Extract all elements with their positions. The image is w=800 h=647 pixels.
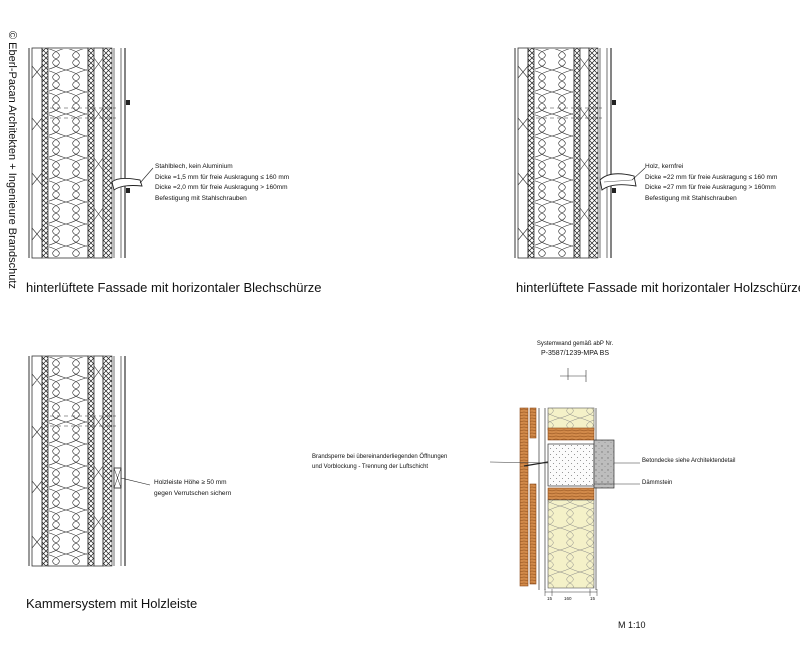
header-line: P-3587/1239-MPA BS [541, 350, 609, 357]
dimension-label: 15 [547, 596, 553, 601]
dimension-label: 15 [590, 596, 596, 601]
note-line: Holz, kernfrei [645, 163, 684, 170]
note-line: Befestigung mit Stahlschrauben [155, 194, 247, 202]
notes-kammersystem: Holzleiste Höhe ≥ 50 mm gegen Verrutsche… [154, 478, 231, 499]
dimension-label: 160 [564, 596, 572, 601]
notes-blechschuerze: Stahlblech, kein Aluminium Dicke =1,5 mm… [155, 162, 289, 204]
detail-blechschuerze [28, 47, 154, 259]
note-line: Dicke =22 mm für freie Auskragung ≤ 160 … [645, 173, 778, 181]
header-line: Systemwand gemäß abP Nr. [536, 341, 614, 347]
note-line: Dicke =1,5 mm für freie Auskragung ≤ 160… [155, 173, 290, 181]
note-daemmstein: Dämmstein [642, 480, 673, 486]
notes-holzschuerze: Holz, kernfrei Dicke =22 mm für freie Au… [645, 162, 777, 204]
caption-kammersystem: Kammersystem mit Holzleiste [26, 596, 198, 611]
detail-brandsperre [489, 368, 640, 596]
copyright-text: © Eberl-Pacan Architekten + Ingenieure B… [6, 31, 18, 289]
note-line: Stahlblech, kein Aluminium [155, 163, 233, 170]
caption-blechschuerze: hinterlüftete Fassade mit horizontaler B… [26, 280, 322, 295]
note-betondecke: Betondecke siehe Architektendetail [642, 458, 736, 464]
scale-label: M 1:10 [618, 620, 646, 630]
note-line: Holzleiste Höhe ≥ 50 mm [154, 479, 227, 486]
detail-kammersystem [28, 355, 151, 567]
detail-holzschuerze [514, 47, 646, 259]
note-line: Brandsperre bei übereinanderliegenden Öf… [312, 454, 448, 460]
note-line: Dicke =2,0 mm für freie Auskragung > 160… [155, 184, 288, 191]
note-line: und Vorblockung - Trennung der Luftschic… [312, 464, 429, 470]
note-line: gegen Verrutschen sichern [154, 489, 232, 497]
note-line: Befestigung mit Stahlschrauben [645, 194, 737, 202]
caption-holzschuerze: hinterlüftete Fassade mit horizontaler H… [516, 280, 800, 295]
notes-brandsperre-left: Brandsperre bei übereinanderliegenden Öf… [312, 452, 447, 472]
systemwand-header: Systemwand gemäß abP Nr. P-3587/1239-MPA… [520, 339, 630, 359]
note-line: Dicke =27 mm für freie Auskragung > 160m… [645, 184, 776, 191]
